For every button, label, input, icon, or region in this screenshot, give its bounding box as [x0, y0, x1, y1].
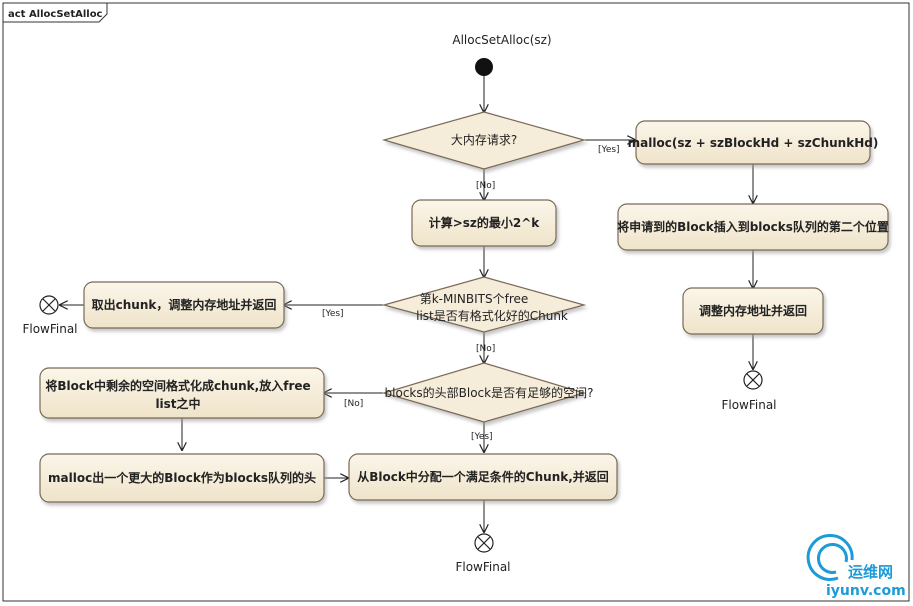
action-take-chunk: [83, 281, 285, 329]
final-label-left: FlowFinal: [22, 322, 77, 336]
guard-d3-yes: [Yes]: [471, 432, 493, 442]
final-node-bottom: [474, 533, 494, 553]
action-malloc-new-block: [39, 453, 325, 503]
final-label-bottom: FlowFinal: [455, 560, 510, 574]
watermark-url: iyunv.com: [826, 583, 906, 599]
start-label: AllocSetAlloc(sz): [452, 33, 551, 47]
action-compute: [411, 199, 557, 247]
watermark-logo-icon: [806, 533, 854, 581]
frame-title: act AllocSetAlloc: [8, 9, 103, 20]
guard-d2-yes: [Yes]: [322, 309, 344, 319]
action-format-rest-label-1: 将Block中剩余的空间格式化成chunk,放入free: [45, 378, 310, 393]
final-node-left: [39, 295, 59, 315]
decision-freelist: [381, 276, 587, 333]
guard-d1-yes: [Yes]: [598, 145, 620, 155]
action-malloc-big: [635, 120, 871, 165]
action-alloc-chunk-label: 从Block中分配一个满足条件的Chunk,并返回: [357, 469, 609, 484]
decision-block-space: [381, 362, 587, 423]
action-alloc-chunk: [348, 453, 618, 501]
frame-tab: [2, 2, 108, 23]
decision-big-request-label: 大内存请求?: [451, 133, 517, 147]
decision-freelist-label-2: list是否有格式化好的Chunk: [416, 308, 568, 323]
final-node-right: [743, 370, 763, 390]
action-format-rest-label-2: list之中: [155, 396, 200, 411]
action-insert-second: [617, 203, 889, 251]
watermark: 运维网 iyunv.com: [806, 533, 906, 599]
action-take-chunk-label: 取出chunk，调整内存地址并返回: [92, 297, 277, 312]
final-label-right: FlowFinal: [721, 398, 776, 412]
action-malloc-big-label: malloc(sz + szBlockHd + szChunkHd): [628, 136, 879, 150]
initial-node: [475, 58, 493, 76]
decision-block-space-label: blocks的头部Block是否有足够的空间?: [385, 385, 594, 400]
action-malloc-new-block-label: malloc出一个更大的Block作为blocks队列的头: [48, 470, 316, 485]
guard-d3-no: [No]: [344, 399, 363, 409]
action-format-rest: [39, 367, 325, 419]
decision-freelist-label-1: 第k-MINBITS个free: [420, 292, 529, 306]
action-compute-label: 计算>sz的最小2^k: [429, 215, 541, 230]
watermark-cn: 运维网: [848, 563, 893, 581]
action-adjust-right: [682, 287, 824, 335]
action-insert-second-label: 将申请到的Block插入到blocks队列的第二个位置: [617, 219, 889, 234]
decision-big-request: [381, 111, 587, 170]
guard-d1-no: [No]: [476, 181, 495, 191]
guard-d2-no: [No]: [476, 344, 495, 354]
action-adjust-right-label: 调整内存地址并返回: [699, 303, 807, 318]
